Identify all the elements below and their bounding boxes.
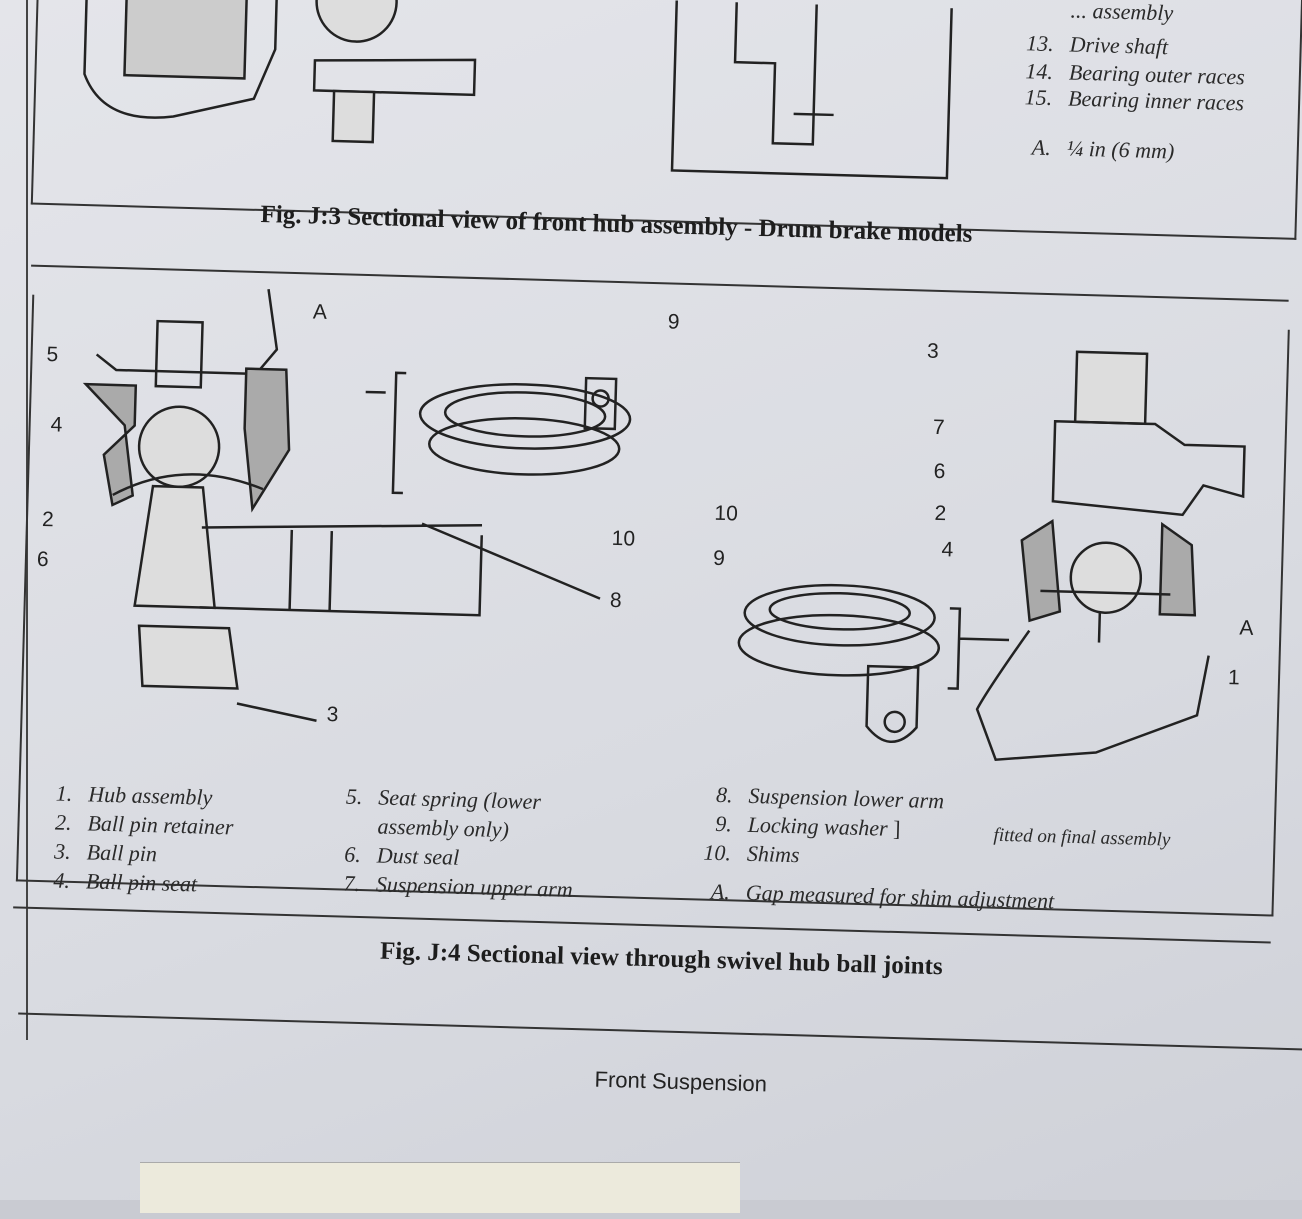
fig4-legend-col2: 5. Seat spring (lower assembly only) 6. Du… <box>322 781 576 904</box>
callout-a-right: A <box>1239 616 1254 640</box>
callout-7: 7 <box>932 415 945 440</box>
callout-6: 6 <box>36 547 49 572</box>
legend-text: Ball pin retainer <box>87 810 234 840</box>
callout-10: 10 <box>611 526 636 551</box>
legend-num: 4. <box>53 867 71 893</box>
paper-strip <box>140 1162 740 1213</box>
legend-text: Suspension upper arm <box>375 871 574 902</box>
fig4-legend-col1: 1. Hub assembly 2. Ball pin retainer 3. Bal… <box>32 778 235 900</box>
callout-a: A <box>312 300 328 324</box>
legend-text: Ball pin <box>86 839 158 867</box>
legend-num: 6. <box>343 841 362 868</box>
footer-rule <box>18 1012 1302 1051</box>
fig4-drawing <box>82 289 1246 762</box>
legend-num: A. <box>710 878 731 905</box>
callout-4: 4 <box>50 413 63 437</box>
legend-text: Seat spring (lower <box>378 784 542 815</box>
legend-text: Dust seal <box>376 842 460 870</box>
facing-page-edge <box>0 0 28 1040</box>
callout-2: 2 <box>41 507 55 532</box>
legend-text: Ball pin seat <box>85 868 198 897</box>
callout-4-right: 4 <box>941 538 954 562</box>
callout-9-right: 9 <box>712 546 726 571</box>
page-footer: Front Suspension <box>594 1066 768 1097</box>
callout-5: 5 <box>46 343 59 367</box>
legend-text: Hub assembly <box>88 781 213 810</box>
legend-num: 8. <box>715 781 733 808</box>
callout-8: 8 <box>609 588 622 613</box>
legend-num: 5. <box>345 783 363 810</box>
legend-text: Suspension lower arm <box>748 782 945 814</box>
callout-6-right: 6 <box>933 459 946 484</box>
legend-num: 7. <box>343 870 361 897</box>
legend-item: 4. Ball pin seat <box>32 865 233 900</box>
legend-num: 1. <box>55 780 73 806</box>
callout-9: 9 <box>667 310 680 334</box>
legend-text: assembly only) <box>377 813 510 843</box>
legend-num <box>323 832 361 833</box>
legend-num: 9. <box>714 810 733 837</box>
fig3-drawing <box>83 0 954 180</box>
legend-num: 2. <box>54 809 72 835</box>
legend-num: 10. <box>703 839 732 866</box>
bracket-icon: ] <box>892 815 901 842</box>
callout-1: 1 <box>1227 666 1241 690</box>
callout-3-right: 3 <box>926 339 940 363</box>
callout-2-right: 2 <box>934 501 947 526</box>
callout-10-right: 10 <box>714 501 739 526</box>
legend-text: Locking washer <box>747 811 889 841</box>
legend-num: 3. <box>53 838 72 864</box>
legend-text: Shims <box>746 840 800 868</box>
callout-3: 3 <box>326 703 339 727</box>
